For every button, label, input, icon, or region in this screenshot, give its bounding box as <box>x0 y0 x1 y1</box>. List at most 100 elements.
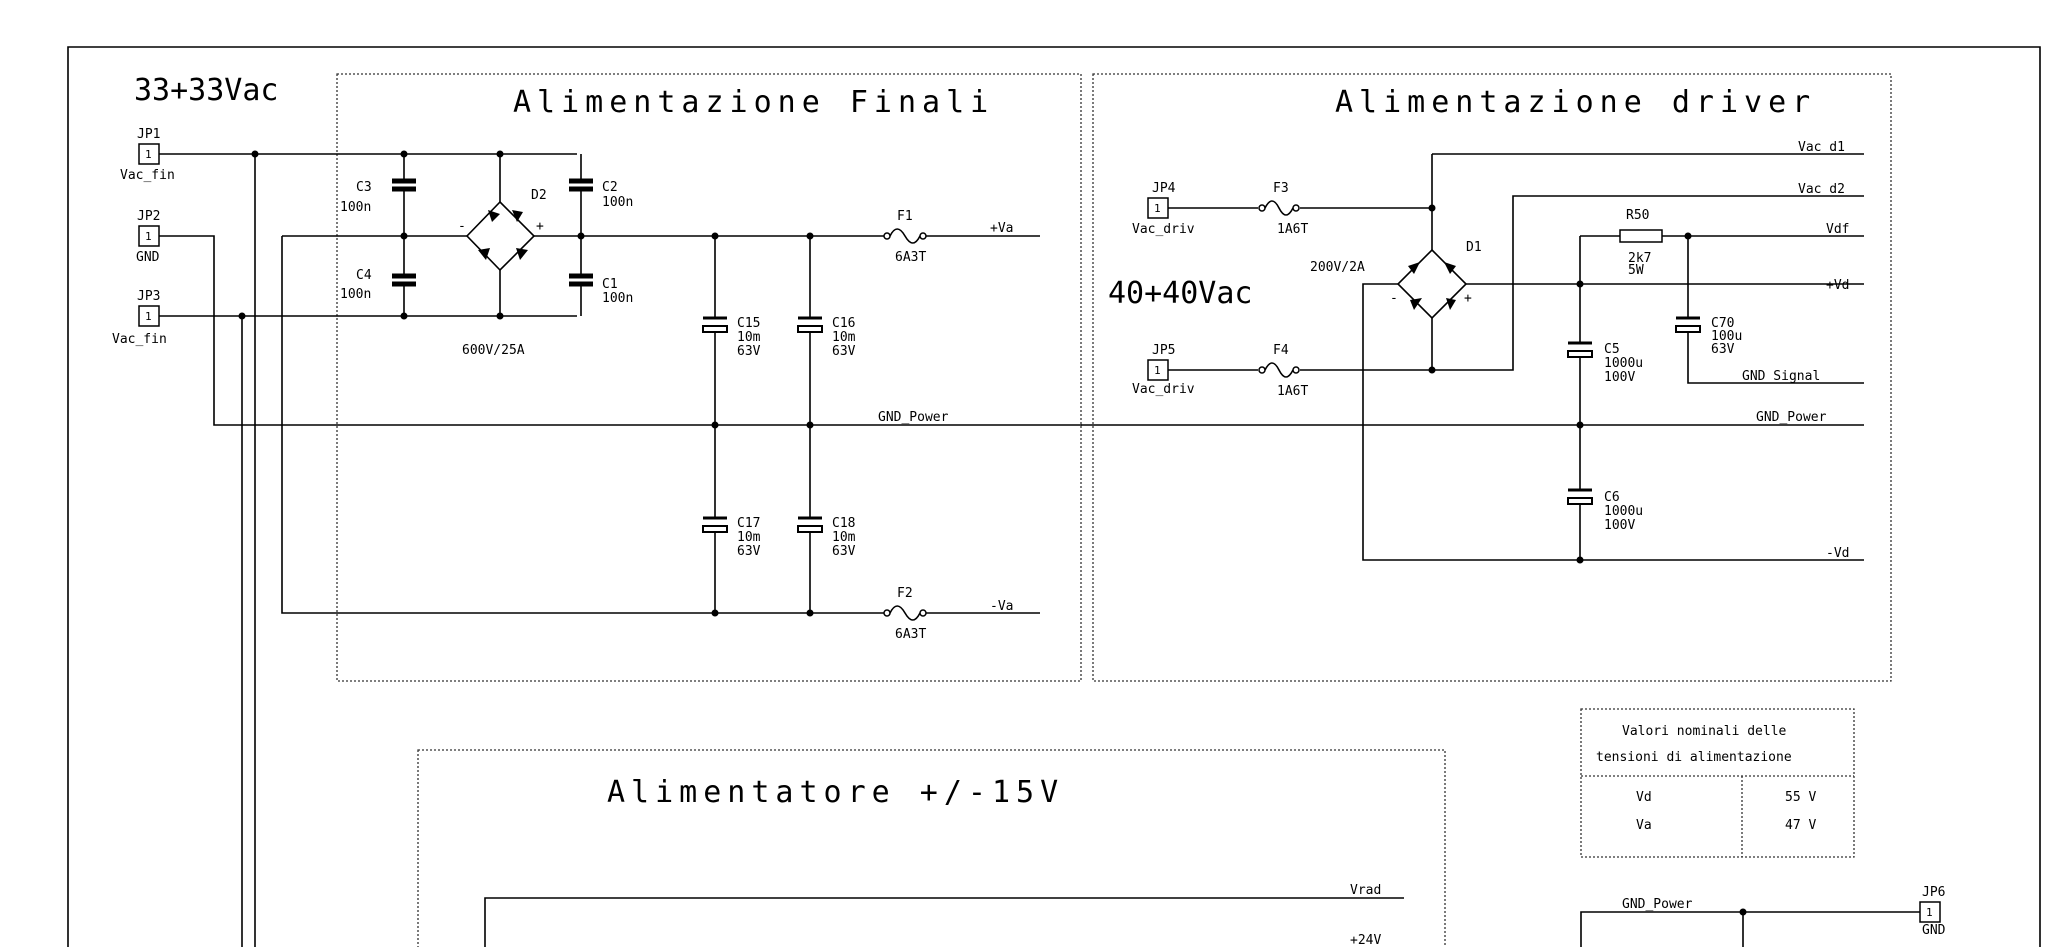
svg-text:JP3: JP3 <box>137 289 160 304</box>
svg-text:100n: 100n <box>602 291 633 306</box>
capacitor-c1: C1 100n <box>569 273 633 306</box>
capacitor-c2: C2 100n <box>569 178 633 210</box>
svg-text:JP5: JP5 <box>1152 343 1175 358</box>
table-row-vd-name: Vd <box>1636 790 1652 805</box>
svg-text:D1: D1 <box>1466 240 1482 255</box>
svg-text:1000u: 1000u <box>1604 504 1643 519</box>
net-label-gnd-power-bottom: GND_Power <box>1622 897 1693 912</box>
capacitor-c17: C17 10m 63V <box>702 516 761 559</box>
svg-text:C17: C17 <box>737 516 760 531</box>
svg-text:JP2: JP2 <box>137 209 160 224</box>
capacitor-c5: C5 1000u 100V <box>1567 341 1643 385</box>
title-alimentazione-finali: Alimentazione Finali <box>513 85 994 120</box>
svg-text:1: 1 <box>145 148 152 161</box>
svg-text:63V: 63V <box>737 344 761 359</box>
svg-text:C2: C2 <box>602 180 618 195</box>
svg-text:R50: R50 <box>1626 208 1649 223</box>
svg-text:1: 1 <box>145 230 152 243</box>
connector-jp6: 1 JP6 GND <box>1919 885 1946 938</box>
voltage-label-33: 33+33Vac <box>134 73 279 108</box>
svg-text:1A6T: 1A6T <box>1277 384 1308 399</box>
svg-text:C3: C3 <box>356 180 372 195</box>
junctions-driver <box>1428 204 1692 564</box>
svg-text:JP1: JP1 <box>137 127 160 142</box>
wiring-finali <box>159 153 1082 947</box>
svg-text:2k7: 2k7 <box>1628 251 1651 266</box>
svg-text:63V: 63V <box>832 544 856 559</box>
wiring-15v <box>484 897 1404 947</box>
voltage-label-40: 40+40Vac <box>1108 276 1253 311</box>
connector-jp4: 1 JP4 Vac_driv <box>1132 181 1195 237</box>
capacitor-c18: C18 10m 63V <box>797 516 856 559</box>
capacitor-c15: C15 10m 63V <box>702 316 761 359</box>
fuse-f3: F3 1A6T <box>1258 181 1308 237</box>
connector-jp1: 1 JP1 Vac_fin <box>120 127 175 183</box>
net-label-gnd-signal: GND_Signal <box>1742 369 1820 384</box>
svg-text:C5: C5 <box>1604 342 1620 357</box>
resistor-r50: R50 2k7 5W <box>1619 208 1663 278</box>
nominal-values-table: Valori nominali delle tensioni di alimen… <box>1580 708 1855 858</box>
svg-text:JP4: JP4 <box>1152 181 1176 196</box>
svg-text:1A6T: 1A6T <box>1277 222 1308 237</box>
fuse-f4: F4 1A6T <box>1258 343 1308 399</box>
wiring-driver <box>1081 153 1864 561</box>
svg-text:-: - <box>1390 291 1398 306</box>
net-label-vac-d1: Vac_d1 <box>1798 140 1845 155</box>
svg-text:Vac_fin: Vac_fin <box>120 168 175 183</box>
fuse-f1: F1 6A3T <box>883 209 927 265</box>
capacitor-c6: C6 1000u 100V <box>1567 488 1643 533</box>
table-row-va-value: 47 V <box>1785 818 1816 833</box>
sheet-frame <box>67 46 2041 947</box>
svg-text:63V: 63V <box>832 344 856 359</box>
net-label-gnd-power-left: GND_Power <box>878 410 949 425</box>
table-row-va-name: Va <box>1636 818 1652 833</box>
capacitor-c3: C3 100n <box>340 178 416 215</box>
svg-text:C16: C16 <box>832 316 855 331</box>
box-alimentazione-driver <box>1092 73 1892 682</box>
capacitor-c70: C70 100u 63V <box>1675 316 1742 357</box>
net-label-va-pos: +Va <box>990 221 1013 236</box>
svg-text:1000u: 1000u <box>1604 356 1643 371</box>
svg-text:100n: 100n <box>602 195 633 210</box>
svg-text:5W: 5W <box>1628 263 1644 278</box>
svg-text:100V: 100V <box>1604 518 1635 533</box>
svg-text:F3: F3 <box>1273 181 1289 196</box>
svg-text:100u: 100u <box>1711 329 1742 344</box>
connector-jp5: 1 JP5 Vac_driv <box>1132 343 1195 397</box>
title-alimentatore-15v: Alimentatore +/-15V <box>607 775 1064 810</box>
net-label-24v: +24V <box>1350 933 1381 947</box>
svg-text:+: + <box>536 219 544 234</box>
svg-text:6A3T: 6A3T <box>895 250 926 265</box>
connector-jp3: 1 JP3 Vac_fin <box>112 289 167 347</box>
capacitor-c16: C16 10m 63V <box>797 316 856 359</box>
svg-text:Vac_driv: Vac_driv <box>1132 222 1195 237</box>
svg-text:100n: 100n <box>340 200 371 215</box>
wiring-gnd-jp6 <box>1580 908 1920 947</box>
svg-text:10m: 10m <box>737 530 761 545</box>
svg-text:1: 1 <box>1154 364 1161 377</box>
svg-text:C1: C1 <box>602 277 618 292</box>
svg-text:F4: F4 <box>1273 343 1289 358</box>
svg-text:100n: 100n <box>340 287 371 302</box>
table-header-line1: Valori nominali delle <box>1622 724 1787 739</box>
svg-text:63V: 63V <box>737 544 761 559</box>
svg-text:C4: C4 <box>356 268 372 283</box>
svg-text:C6: C6 <box>1604 490 1620 505</box>
net-label-vac-d2: Vac_d2 <box>1798 182 1845 197</box>
svg-text:1: 1 <box>1154 202 1161 215</box>
svg-text:GND: GND <box>136 250 160 265</box>
table-header-line2: tensioni di alimentazione <box>1596 750 1792 765</box>
net-label-vd-pos: +Vd <box>1826 278 1849 293</box>
fuse-f2: F2 6A3T <box>883 586 927 642</box>
net-label-vdf: Vdf <box>1826 222 1849 237</box>
svg-text:-: - <box>458 219 466 234</box>
table-row-vd-value: 55 V <box>1785 790 1816 805</box>
svg-text:C15: C15 <box>737 316 760 331</box>
svg-text:Vac_fin: Vac_fin <box>112 332 167 347</box>
net-label-vrad: Vrad <box>1350 883 1381 898</box>
connector-jp2: 1 JP2 GND <box>136 209 160 265</box>
svg-text:F2: F2 <box>897 586 913 601</box>
svg-text:10m: 10m <box>737 330 761 345</box>
svg-text:JP6: JP6 <box>1922 885 1945 900</box>
svg-text:1: 1 <box>145 310 152 323</box>
